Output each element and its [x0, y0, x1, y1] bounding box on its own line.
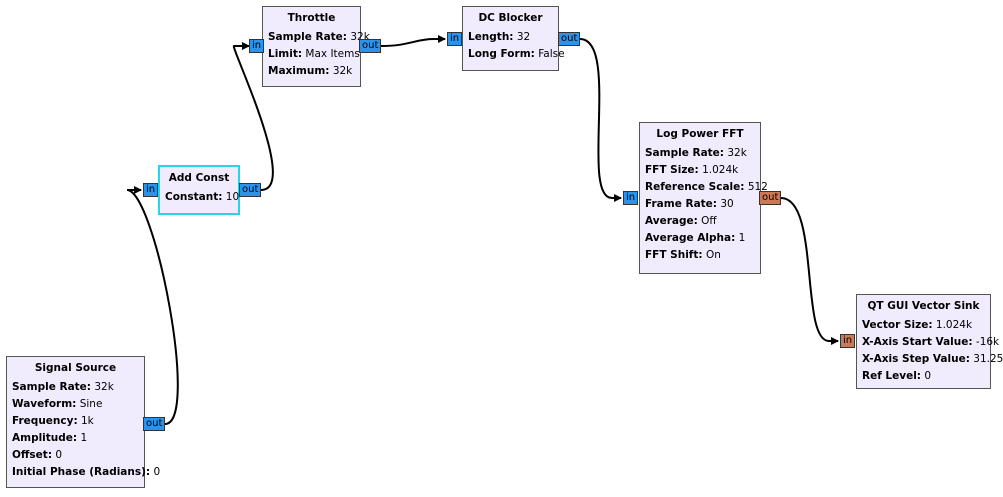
param-value: 1.024k: [935, 319, 973, 331]
block-title: Add Const: [168, 172, 230, 184]
param-name: Length:: [468, 31, 514, 43]
param-row: Limit: Max Items: [268, 46, 360, 63]
throttle-out-port[interactable]: out: [359, 39, 382, 53]
param-value: 0: [153, 466, 161, 478]
param-name: Waveform:: [12, 398, 77, 410]
param-name: FFT Size:: [645, 164, 699, 176]
param-name: FFT Shift:: [645, 249, 703, 261]
param-row: Initial Phase (Radians): 0: [12, 464, 160, 481]
log-fft-out-port[interactable]: out: [759, 191, 782, 205]
param-row: Vector Size: 1.024k: [862, 317, 985, 334]
block-log-power-fft[interactable]: Log Power FFT Sample Rate: 32k FFT Size:…: [639, 122, 768, 274]
param-row: FFT Shift: On: [645, 247, 755, 264]
param-name: Sample Rate:: [12, 381, 91, 393]
param-value: 0: [924, 370, 932, 382]
block-title: Throttle: [287, 12, 336, 24]
param-row: Sample Rate: 32k: [645, 145, 755, 162]
block-title: Signal Source: [34, 362, 117, 374]
wire-source-to-addconst[interactable]: [126, 186, 179, 425]
param-value: 1: [80, 432, 88, 444]
wire-fft-to-vectorsink[interactable]: [780, 197, 839, 345]
param-name: X-Axis Step Value:: [862, 353, 970, 365]
param-value: Max Items: [305, 48, 360, 60]
param-row: Long Form: False: [468, 46, 565, 63]
block-throttle[interactable]: Throttle Sample Rate: 32k Limit: Max Ite…: [262, 6, 370, 87]
dc-blocker-in-port[interactable]: in: [447, 32, 463, 46]
param-value: 512: [747, 181, 768, 193]
block-signal-source[interactable]: Signal Source Sample Rate: 32k Waveform:…: [6, 356, 160, 488]
param-value: 0: [55, 449, 63, 461]
param-name: Ref Level:: [862, 370, 922, 382]
param-name: Reference Scale:: [645, 181, 745, 193]
param-name: Amplitude:: [12, 432, 78, 444]
param-name: Constant:: [165, 191, 223, 203]
param-row: Waveform: Sine: [12, 396, 139, 413]
param-row: FFT Size: 1.024k: [645, 162, 755, 179]
param-name: Initial Phase (Radians):: [12, 466, 151, 478]
param-name: Sample Rate:: [268, 31, 347, 43]
param-name: Offset:: [12, 449, 53, 461]
param-value: Sine: [79, 398, 103, 410]
param-row: Reference Scale: 512: [645, 179, 768, 196]
param-name: Frame Rate:: [645, 198, 717, 210]
block-title: DC Blocker: [478, 12, 543, 24]
param-row: Average: Off: [645, 213, 755, 230]
param-name: Sample Rate:: [645, 147, 724, 159]
param-value: 1k: [81, 415, 94, 427]
param-row: Constant: 10: [165, 189, 239, 206]
param-value: 31.25: [973, 353, 1003, 365]
param-name: Frequency:: [12, 415, 78, 427]
param-name: Average:: [645, 215, 698, 227]
param-value: False: [538, 48, 565, 60]
param-value: 1: [738, 232, 746, 244]
param-value: 10: [225, 191, 240, 203]
param-name: Long Form:: [468, 48, 535, 60]
param-name: Limit:: [268, 48, 303, 60]
param-name: Vector Size:: [862, 319, 933, 331]
block-add-const[interactable]: Add Const Constant: 10: [158, 165, 240, 215]
block-qt-gui-vector-sink[interactable]: QT GUI Vector Sink Vector Size: 1.024k X…: [856, 294, 1003, 389]
vector-sink-in-port[interactable]: in: [840, 334, 856, 348]
wire-addconst-to-throttle[interactable]: [232, 42, 274, 191]
log-fft-in-port[interactable]: in: [623, 191, 639, 205]
param-row: X-Axis Start Value: -16k: [862, 334, 999, 351]
dc-blocker-out-port[interactable]: out: [558, 32, 581, 46]
param-name: Average Alpha:: [645, 232, 736, 244]
block-title: QT GUI Vector Sink: [867, 300, 980, 312]
param-row: Length: 32: [468, 29, 553, 46]
param-row: Sample Rate: 32k: [12, 379, 139, 396]
add-const-in-port[interactable]: in: [143, 183, 159, 197]
throttle-in-port[interactable]: in: [249, 39, 265, 53]
param-row: Ref Level: 0: [862, 368, 985, 385]
param-row: X-Axis Step Value: 31.25: [862, 351, 1003, 368]
signal-source-out-port[interactable]: out: [143, 417, 166, 431]
param-value: -16k: [975, 336, 1000, 348]
param-value: 1.024k: [702, 164, 739, 176]
param-value: 32k: [332, 65, 353, 77]
param-row: Sample Rate: 32k: [268, 29, 370, 46]
wire-throttle-to-dcblocker[interactable]: [380, 35, 446, 47]
param-row: Amplitude: 1: [12, 430, 139, 447]
param-name: X-Axis Start Value:: [862, 336, 973, 348]
wire-dcblocker-to-fft[interactable]: [579, 38, 622, 202]
block-title: Log Power FFT: [656, 128, 744, 140]
param-value: 32: [516, 31, 531, 43]
param-row: Frame Rate: 30: [645, 196, 755, 213]
param-row: Average Alpha: 1: [645, 230, 755, 247]
param-row: Maximum: 32k: [268, 63, 355, 80]
param-value: 32k: [727, 147, 747, 159]
param-name: Maximum:: [268, 65, 330, 77]
param-value: Off: [701, 215, 717, 227]
block-dc-blocker[interactable]: DC Blocker Length: 32 Long Form: False: [462, 6, 565, 71]
param-value: On: [705, 249, 721, 261]
param-value: 32k: [94, 381, 114, 393]
param-row: Offset: 0: [12, 447, 139, 464]
param-row: Frequency: 1k: [12, 413, 139, 430]
add-const-out-port[interactable]: out: [239, 183, 262, 197]
param-value: 30: [720, 198, 734, 210]
